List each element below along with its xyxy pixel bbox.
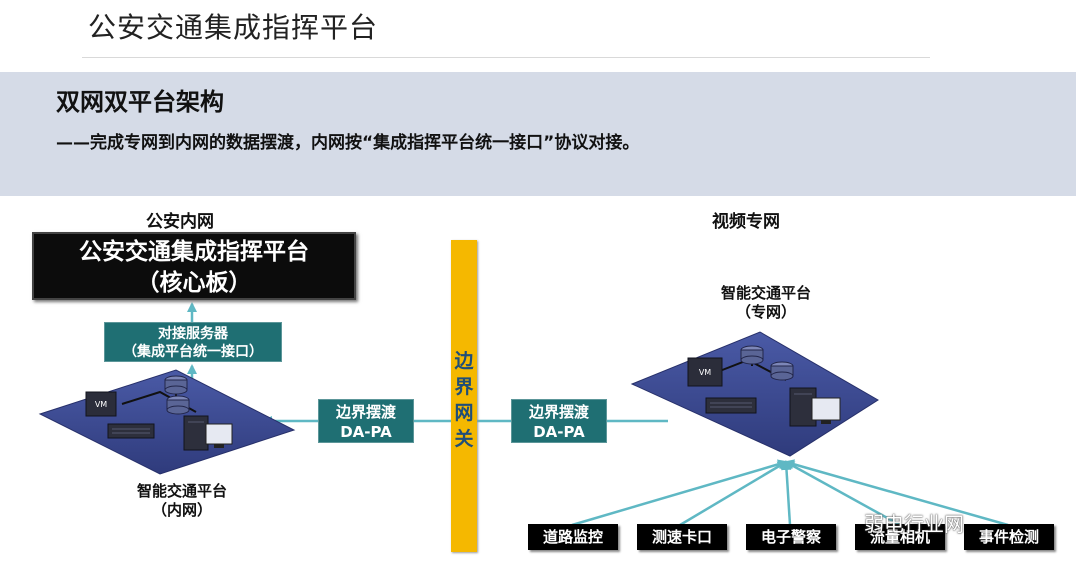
database-icon <box>166 395 190 415</box>
interface-server-title: 对接服务器 <box>158 326 228 342</box>
source-arrow-2 <box>679 460 788 527</box>
source-electronic-police: 电子警察 <box>746 524 836 550</box>
rack-server-icon <box>107 423 155 439</box>
core-platform-subtitle: （核心板） <box>136 270 252 296</box>
database-icon <box>740 345 764 365</box>
right-vm-label: VM <box>699 368 711 377</box>
gateway-char-2: 界 <box>454 376 474 398</box>
right-platform-label: 智能交通平台 （专网） <box>696 284 836 322</box>
core-platform-title: 公安交通集成指挥平台 <box>79 239 309 265</box>
right-network-label: 视频专网 <box>712 212 780 232</box>
gateway-char-3: 网 <box>454 402 474 424</box>
source-road-monitoring: 道路监控 <box>528 524 618 550</box>
right-platform-network: （专网） <box>735 303 796 321</box>
monitor-icon <box>811 397 841 424</box>
database-icon <box>770 361 794 381</box>
right-platform-illustration: VM <box>630 331 879 457</box>
vm-server-icon: VM <box>687 357 723 387</box>
left-platform-label: 智能交通平台 （内网） <box>112 482 252 520</box>
source-traffic-camera: 流量相机 <box>855 524 945 550</box>
ferry-left-protocol: DA-PA <box>340 423 392 441</box>
connector-lines <box>187 302 1009 527</box>
core-platform-box: 公安交通集成指挥平台 （核心板） <box>32 232 356 300</box>
ferry-right-box: 边界摆渡 DA-PA <box>511 399 607 443</box>
source-event-detection: 事件检测 <box>964 524 1054 550</box>
watermark: 弱电行业网 <box>864 512 964 536</box>
banner-subheading: ——完成专网到内网的数据摆渡，内网按“集成指挥平台统一接口”协议对接。 <box>56 133 640 153</box>
banner <box>0 72 1076 196</box>
ferry-left-title: 边界摆渡 <box>335 403 396 421</box>
gateway-char-4: 关 <box>454 428 474 450</box>
monitor-icon <box>205 423 233 448</box>
banner-heading: 双网双平台架构 <box>56 88 224 116</box>
left-platform-name: 智能交通平台 <box>136 482 227 500</box>
source-arrow-1 <box>571 459 788 527</box>
left-vm-label: VM <box>95 400 107 409</box>
database-icon <box>164 375 188 395</box>
tower-server-icon <box>183 415 209 451</box>
left-network-label: 公安内网 <box>146 212 214 232</box>
ferry-right-protocol: DA-PA <box>533 423 585 441</box>
source-arrow-4 <box>784 460 901 527</box>
source-arrow-5 <box>784 459 1009 527</box>
boundary-gateway-bar <box>451 240 477 552</box>
right-platform-name: 智能交通平台 <box>720 284 811 302</box>
vm-server-icon: VM <box>85 391 117 417</box>
title-divider <box>82 57 930 58</box>
ferry-right-title: 边界摆渡 <box>528 403 589 421</box>
interface-server-box: 对接服务器 （集成平台统一接口） <box>104 322 282 362</box>
gateway-char-1: 边 <box>454 350 474 372</box>
page-title: 公安交通集成指挥平台 <box>88 11 379 44</box>
rack-server-icon <box>705 397 757 414</box>
source-arrow-3 <box>781 460 792 526</box>
source-speed-checkpoint: 测速卡口 <box>637 524 727 550</box>
left-platform-network: （内网） <box>151 501 212 519</box>
interface-server-subtitle: （集成平台统一接口） <box>123 344 263 360</box>
ferry-left-box: 边界摆渡 DA-PA <box>318 399 414 443</box>
left-platform-illustration: VM <box>38 369 296 475</box>
